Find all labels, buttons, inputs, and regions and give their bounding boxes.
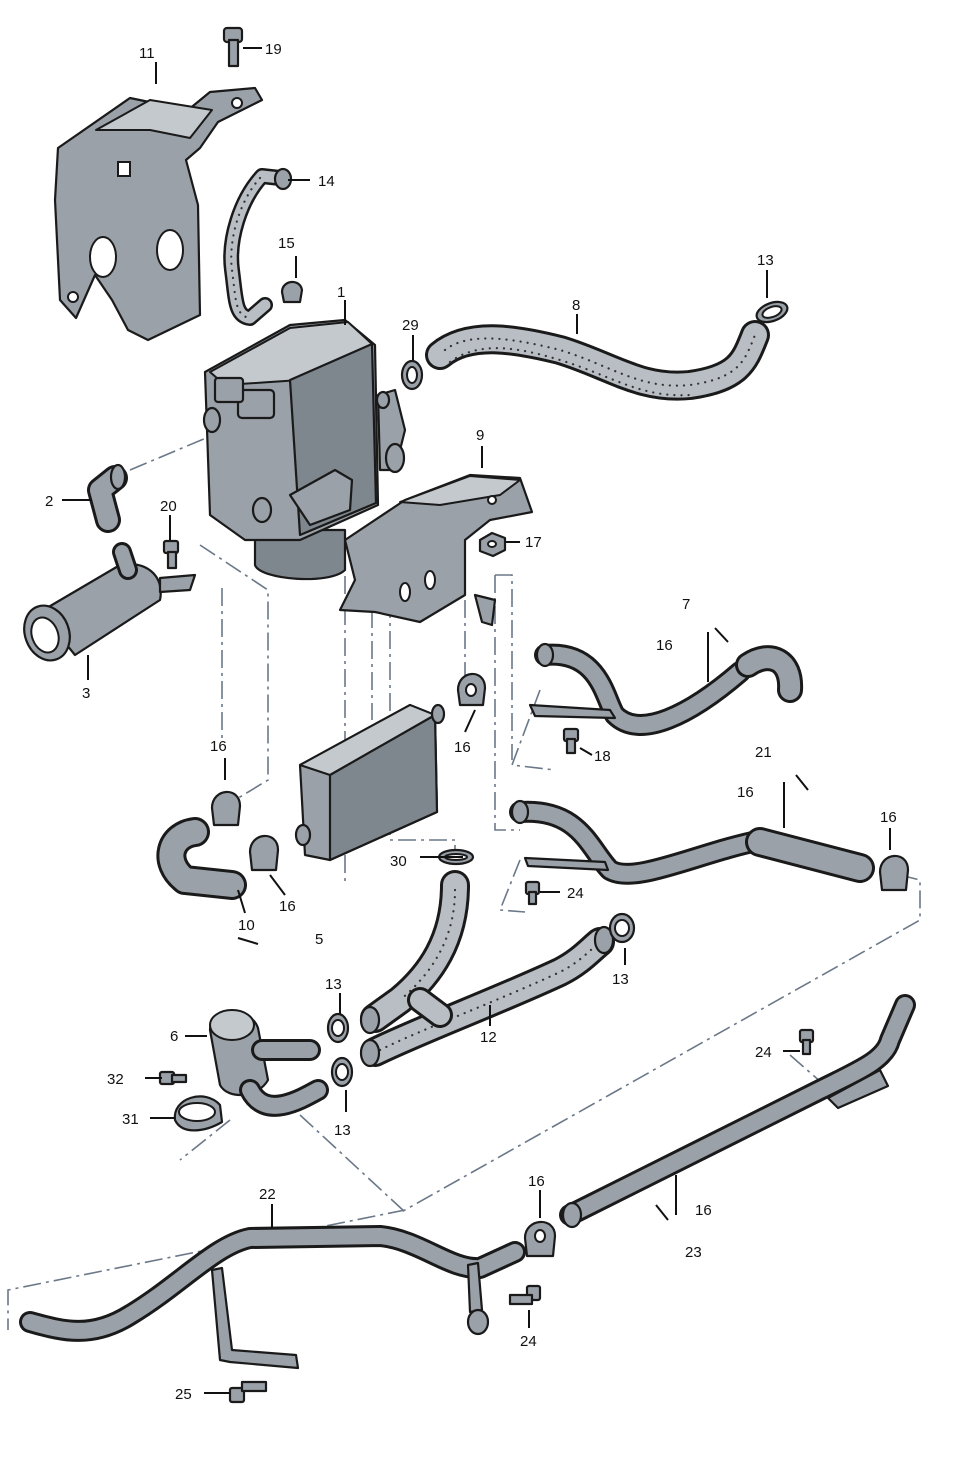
callout-13-d: 13 [334, 1122, 351, 1139]
clamp-16-e [523, 1220, 557, 1258]
callout-32: 32 [107, 1071, 124, 1088]
hose-14 [223, 167, 293, 326]
callout-17: 17 [525, 534, 542, 551]
callout-29: 29 [402, 317, 419, 334]
callout-24-a: 24 [567, 885, 584, 902]
callout-21: 21 [755, 744, 772, 761]
hose-8 [425, 300, 789, 401]
callout-16-d: 16 [737, 784, 754, 801]
callout-15: 15 [278, 235, 295, 252]
callout-16-h: 16 [695, 1202, 712, 1219]
hose-10 [156, 817, 247, 900]
callout-11: 11 [139, 45, 155, 62]
bracket-9 [338, 473, 534, 627]
callout-25: 25 [175, 1386, 192, 1403]
callout-22: 22 [259, 1186, 276, 1203]
callout-labels: 11 19 14 15 1 29 8 13 9 17 2 20 3 7 16 1… [45, 41, 897, 1403]
callout-30: 30 [390, 853, 407, 870]
clamp-13-b [608, 912, 636, 944]
clamp-16-d [878, 854, 910, 892]
callout-10: 10 [238, 917, 255, 934]
clamp-16-c [248, 834, 280, 872]
callout-3: 3 [82, 685, 90, 702]
callout-18: 18 [594, 748, 611, 765]
pipe-21 [509, 799, 875, 885]
screw-24-c [508, 1284, 542, 1306]
screw-25 [228, 1380, 268, 1404]
callout-9: 9 [476, 427, 484, 444]
nut-17 [478, 531, 507, 558]
callout-23: 23 [685, 1244, 702, 1261]
callout-13-a: 13 [757, 252, 774, 269]
callout-16-b: 16 [454, 739, 471, 756]
callout-16-e: 16 [880, 809, 897, 826]
strap-31 [173, 1095, 224, 1132]
pipe-23 [559, 994, 916, 1229]
callout-1: 1 [337, 284, 345, 301]
callout-8: 8 [572, 297, 580, 314]
callout-2: 2 [45, 493, 53, 510]
clamp-13-c [326, 1012, 350, 1044]
callout-16-g: 16 [528, 1173, 545, 1190]
muffler-5 [294, 703, 446, 862]
callout-16-c: 16 [210, 738, 227, 755]
clamp-15 [280, 280, 304, 304]
callout-14: 14 [318, 173, 335, 190]
bolt-32 [158, 1070, 188, 1086]
callout-13-c: 13 [325, 976, 342, 993]
leader-lines [62, 62, 891, 1394]
callout-13-b: 13 [612, 971, 629, 988]
clamp-16-b [210, 790, 242, 827]
bracket-11 [53, 86, 264, 342]
callout-12: 12 [480, 1029, 497, 1046]
hose-12 [359, 870, 615, 1068]
clamp-16-a [456, 672, 487, 707]
screw-24-b [798, 1028, 815, 1056]
callout-24-c: 24 [520, 1333, 537, 1350]
callout-7: 7 [682, 596, 690, 613]
callout-16-f: 16 [279, 898, 296, 915]
bolt-20 [162, 539, 180, 570]
heater-1 [202, 318, 407, 581]
silencer-3 [23, 542, 197, 662]
callout-20: 20 [160, 498, 177, 515]
callout-24-b: 24 [755, 1044, 772, 1061]
bolt-19 [222, 26, 262, 68]
pump-6 [208, 1009, 329, 1117]
callout-19: 19 [265, 41, 282, 58]
callout-31: 31 [122, 1111, 139, 1128]
pipe-22 [19, 1225, 526, 1370]
clamp-29 [400, 359, 424, 391]
clamp-13-d [330, 1056, 354, 1088]
callout-16-a: 16 [656, 637, 673, 654]
screw-18 [562, 727, 580, 755]
callout-5: 5 [315, 931, 323, 948]
screw-24-a [524, 880, 541, 906]
elbow-2 [87, 463, 128, 533]
pipe-7 [528, 642, 804, 736]
callout-6: 6 [170, 1028, 178, 1045]
